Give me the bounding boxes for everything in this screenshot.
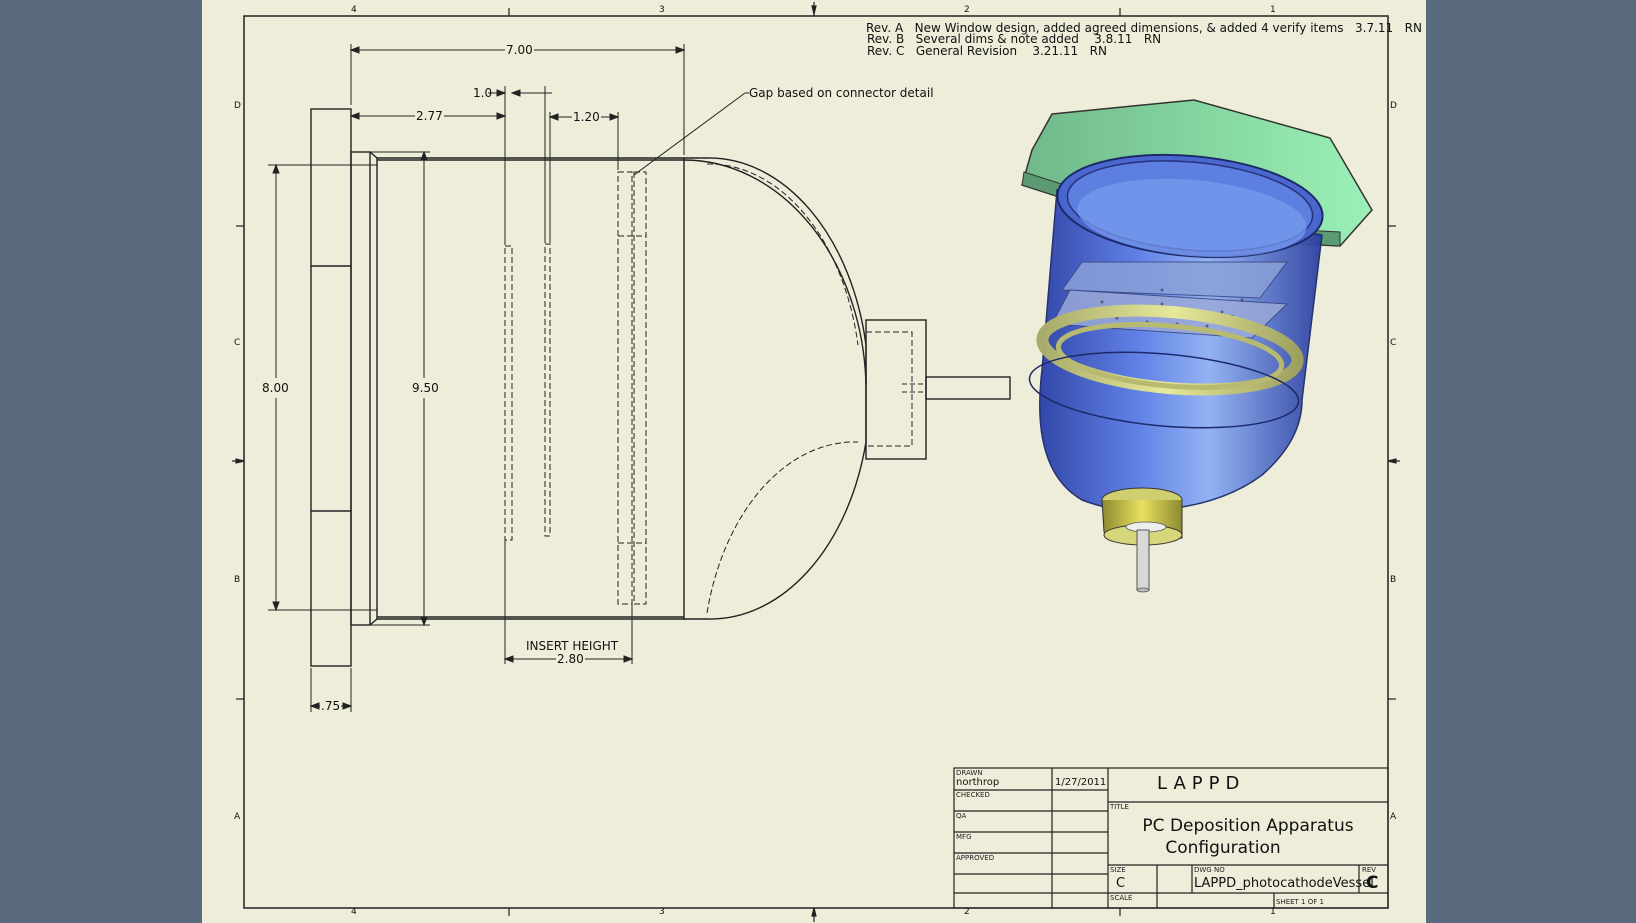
zone-col-4-bottom: 4 [351, 907, 357, 917]
dim-insert-height: 2.80 [556, 652, 585, 666]
revision-c: Rev. C General Revision 3.21.11 RN [867, 44, 1107, 58]
tb-title-line1: PC Deposition Apparatus [1142, 816, 1354, 836]
zone-col-3-bottom: 3 [659, 907, 665, 917]
zone-col-2-top: 2 [964, 5, 970, 15]
tb-title-label: TITLE [1110, 803, 1129, 811]
drawing-svg [232, 2, 1400, 922]
vessel-3d-view [1021, 99, 1373, 593]
tb-company: LAPPD [1157, 773, 1246, 794]
zone-row-d-left: D [234, 101, 241, 111]
tb-sheet: SHEET 1 OF 1 [1276, 898, 1324, 906]
tb-mfg-label: MFG [956, 833, 972, 841]
note-gap: Gap based on connector detail [749, 86, 934, 100]
tb-rev-label: REV [1362, 866, 1377, 874]
dim-flange-diameter: 9.50 [412, 381, 439, 395]
tb-checked-label: CHECKED [956, 791, 990, 799]
tb-title-line2: Configuration [1165, 838, 1281, 858]
side-view [310, 108, 1011, 667]
tb-drawn-by: northrop [956, 777, 1000, 788]
border-frame [243, 15, 1389, 909]
dim-flange-thickness: .75 [320, 699, 342, 713]
zone-col-2-bottom: 2 [964, 907, 970, 917]
tb-drawn-label: DRAWN [956, 769, 983, 777]
zone-ticks [232, 2, 1400, 922]
title-block-frame [953, 767, 1389, 909]
tb-dwg-label: DWG NO [1194, 866, 1225, 874]
zone-row-c-right: C [1390, 338, 1397, 348]
dim-gap-1: 1.0 [473, 86, 493, 100]
zone-row-c-left: C [234, 338, 241, 348]
dim-inner-diameter: 8.00 [262, 381, 289, 395]
tb-dwg-no: LAPPD_photocathodeVessel [1194, 876, 1374, 891]
drawing-sheet: Rev. A New Window design, added agreed d… [202, 0, 1426, 923]
zone-col-1-top: 1 [1270, 5, 1276, 15]
tb-size: C [1116, 876, 1126, 891]
zone-row-b-left: B [234, 575, 241, 585]
dimension-lines [268, 44, 749, 712]
zone-row-a-right: A [1390, 812, 1397, 822]
tb-scale-label: SCALE [1110, 894, 1133, 902]
revision-a: Rev. A New Window design, added agreed d… [866, 21, 1422, 35]
tb-size-label: SIZE [1110, 866, 1126, 874]
zone-col-4-top: 4 [351, 5, 357, 15]
dim-insert-height-label: INSERT HEIGHT [526, 639, 619, 653]
tb-qa-label: QA [956, 812, 967, 820]
zone-row-d-right: D [1390, 101, 1397, 111]
tb-drawn-date: 1/27/2011 [1055, 777, 1107, 788]
tb-approved-label: APPROVED [956, 854, 995, 862]
dim-insert-offset: 1.20 [572, 110, 601, 124]
zone-col-1-bottom: 1 [1270, 907, 1276, 917]
zone-col-3-top: 3 [659, 5, 665, 15]
revision-b: Rev. B Several dims & note added 3.8.11 … [867, 32, 1162, 46]
dim-flange-offset: 2.77 [415, 109, 444, 123]
zone-row-b-right: B [1390, 575, 1397, 585]
tb-rev: C [1366, 873, 1379, 893]
zone-row-a-left: A [234, 812, 241, 822]
dim-overall-length: 7.00 [505, 43, 534, 57]
